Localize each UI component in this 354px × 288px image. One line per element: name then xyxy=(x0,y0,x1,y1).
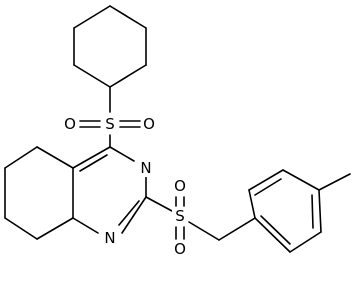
bottom-sulfonyl-bonds xyxy=(145,196,220,241)
top-sulfonyl-bonds xyxy=(79,86,141,148)
tetrahydro-ring xyxy=(4,146,74,240)
oxygen-atom-top-right: O xyxy=(143,115,155,133)
sulfur-atom-top: S xyxy=(105,115,115,133)
bond xyxy=(254,217,291,253)
bond xyxy=(4,217,38,240)
pyrimidine-ring xyxy=(72,146,147,234)
sulfur-atom-bottom: S xyxy=(175,207,185,225)
bond xyxy=(73,5,111,29)
bond xyxy=(318,173,351,191)
cyclohexyl-ring xyxy=(73,5,147,88)
oxygen-atom-top-left: O xyxy=(64,115,76,133)
bond xyxy=(254,178,282,196)
bond xyxy=(145,196,173,212)
bond xyxy=(109,146,135,162)
bond xyxy=(73,64,111,88)
bond xyxy=(4,146,38,169)
atom-labels: S O O N N S O O xyxy=(62,114,188,258)
bond xyxy=(218,217,256,241)
nitrogen-atom-lower: N xyxy=(104,229,115,247)
oxygen-atom-bottom-upper: O xyxy=(174,177,186,195)
bond xyxy=(311,194,314,229)
bond xyxy=(36,217,74,240)
bond xyxy=(118,200,140,226)
bond xyxy=(121,196,147,234)
bond xyxy=(248,169,284,191)
bond xyxy=(79,154,108,172)
bond xyxy=(72,146,111,169)
bond xyxy=(318,189,322,233)
bond xyxy=(72,217,99,234)
bond xyxy=(109,5,147,29)
bond xyxy=(248,189,256,219)
bond xyxy=(36,146,74,169)
bond xyxy=(109,64,147,88)
bond xyxy=(188,221,220,241)
oxygen-atom-bottom-lower: O xyxy=(174,240,186,258)
bond xyxy=(260,215,291,245)
bond xyxy=(282,169,320,191)
nitrogen-atom-upper: N xyxy=(140,159,151,177)
para-tolyl-ring xyxy=(218,169,351,253)
bond xyxy=(289,231,322,253)
